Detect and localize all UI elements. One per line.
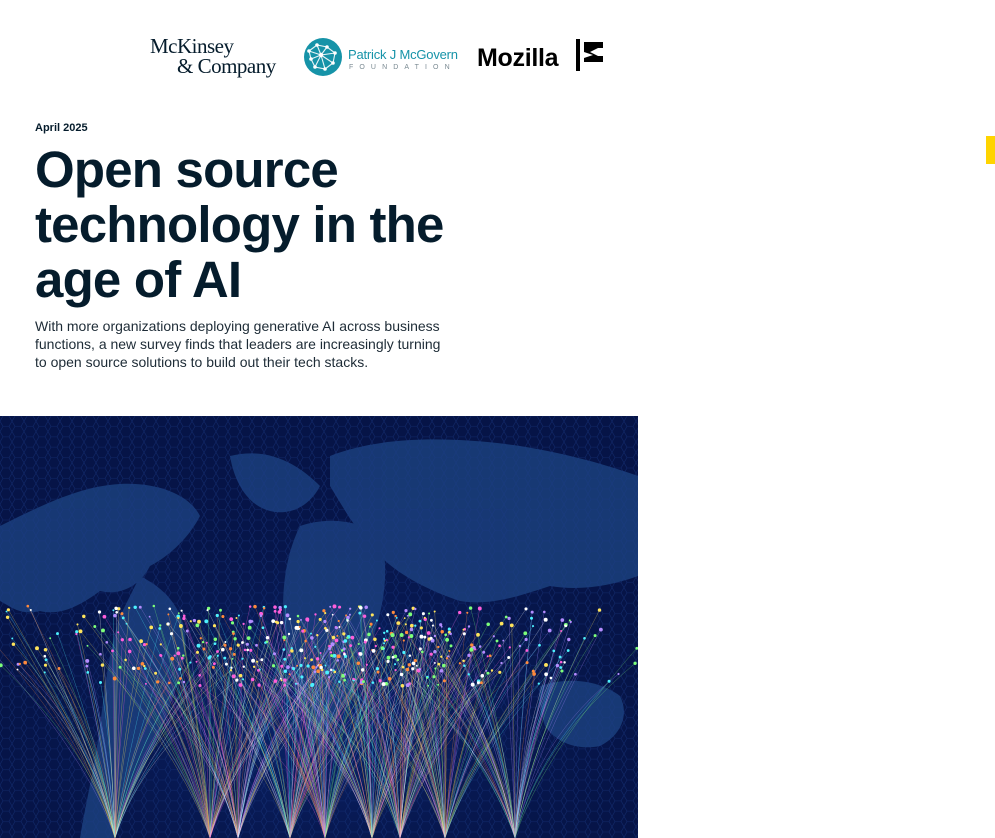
mckinsey-logo: McKinsey & Company	[150, 34, 276, 78]
partner-logos: McKinsey & Company Patrick J McGovern FO…	[150, 34, 610, 82]
mozilla-m-mark-icon	[576, 39, 603, 71]
hero-image	[0, 416, 638, 838]
page-subtitle: With more organizations deploying genera…	[35, 318, 441, 370]
report-date: April 2025	[35, 122, 88, 134]
mcgovern-foundation-logo: Patrick J McGovern FOUNDATION	[303, 37, 463, 77]
accent-bar	[986, 136, 995, 164]
page-title: Open source technology in the age of AI	[35, 141, 444, 308]
globe-network-icon	[304, 38, 342, 76]
world-map-network-image	[0, 416, 638, 838]
mozilla-logo: Mozilla	[477, 44, 559, 72]
